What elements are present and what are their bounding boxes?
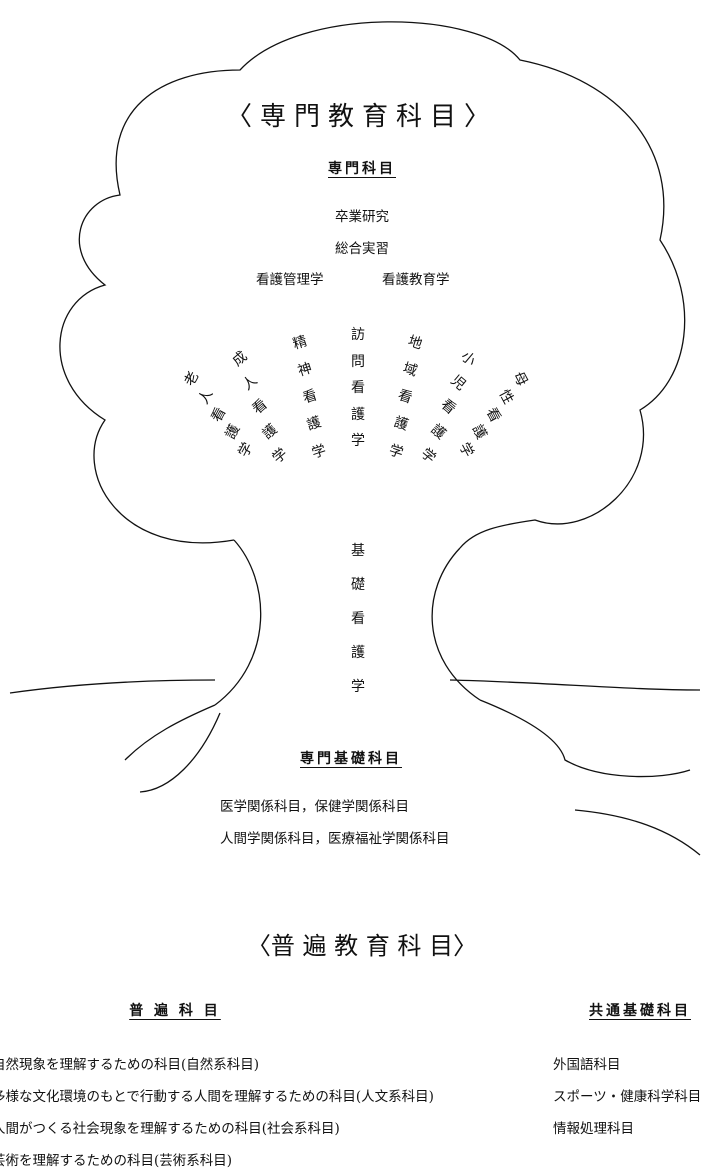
trunk-char: 護: [351, 645, 365, 661]
ground-right: [449, 679, 701, 691]
fuhen-item: 芸術を理解するための科目(芸術系科目): [0, 1153, 233, 1169]
senmon-heading: 専門科目: [328, 161, 396, 177]
fuhen-heading: 普 遍 科 目: [129, 1003, 221, 1019]
kiso-line: 人間学関係科目，医療福祉学関係科目: [220, 831, 450, 847]
trunk-char: 看: [351, 611, 365, 627]
senmon-item: 卒業研究: [335, 209, 389, 225]
fan-char: 学: [351, 433, 365, 450]
kiso-line: 医学関係科目，保健学関係科目: [220, 799, 409, 815]
fan-char: 看: [351, 380, 365, 397]
root-right-2: [574, 809, 701, 856]
fan-char: 訪: [351, 327, 365, 343]
general-title: 〈普 遍 教 育 科 目〉: [246, 932, 478, 960]
trunk-char: 学: [351, 679, 365, 695]
canopy-outline: [59, 21, 686, 549]
fan-char: 護: [351, 406, 365, 423]
trunk-char: 礎: [351, 577, 365, 593]
trunk-right: [431, 547, 481, 701]
senmon-item: 総合実習: [335, 241, 389, 257]
trunk-char: 基: [351, 543, 365, 559]
trunk-left: [214, 539, 262, 706]
fan-char: 問: [351, 353, 365, 370]
root-left-2: [139, 712, 221, 793]
education-label: 看護教育学: [382, 272, 450, 288]
fuhen-item: 人間がつくる社会現象を理解するための科目(社会系科目): [0, 1121, 340, 1137]
root-left-1: [124, 704, 216, 761]
fuhen-item: 自然現象を理解するための科目(自然系科目): [0, 1057, 260, 1073]
management-label: 看護管理学: [256, 272, 324, 288]
kyotsu-item: 情報処理科目: [553, 1121, 634, 1137]
kyotsu-item: 外国語科目: [553, 1057, 621, 1073]
ground-left: [9, 679, 216, 694]
root-right-1: [479, 699, 691, 778]
kyotsu-heading: 共通基礎科目: [589, 1003, 691, 1019]
kyotsu-item: スポーツ・健康科学科目: [553, 1089, 702, 1105]
specialized-title: 〈専門教育科目〉: [225, 102, 499, 132]
fuhen-item: 多様な文化環境のもとで行動する人間を理解するための科目(人文系科目): [0, 1089, 434, 1105]
kiso-heading: 専門基礎科目: [300, 751, 402, 767]
